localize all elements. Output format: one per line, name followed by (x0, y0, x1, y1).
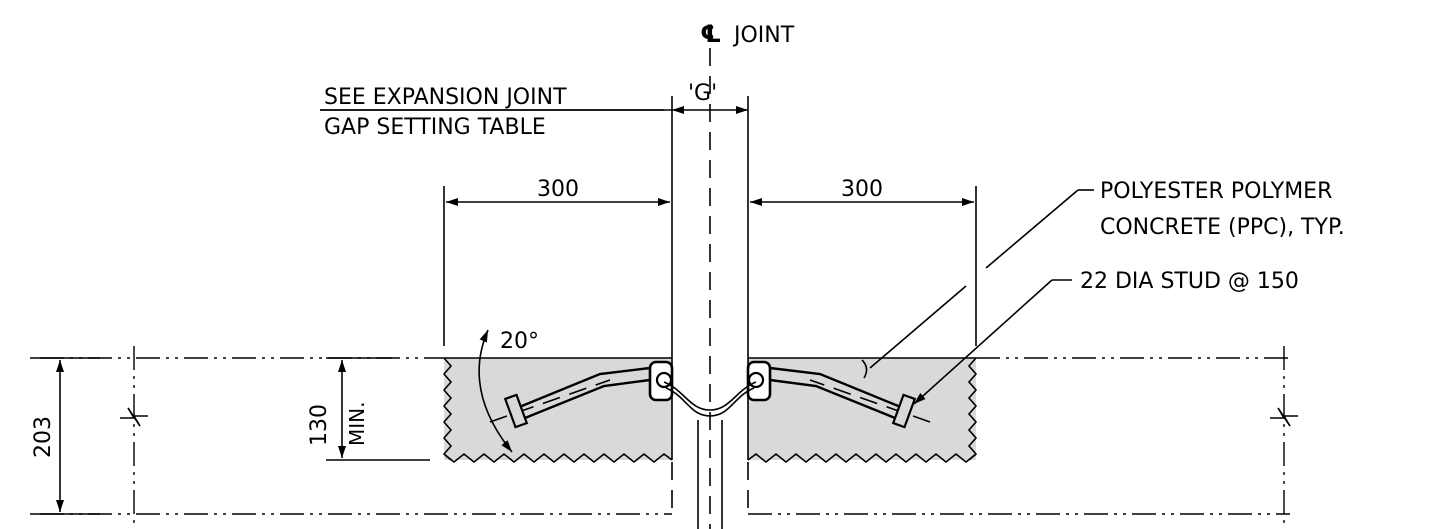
centerline-joint-label: ℄ JOINT (700, 20, 795, 48)
ppc-label-line1: POLYESTER POLYMER (1100, 179, 1332, 204)
centerline-symbol: ℄ (700, 20, 722, 48)
strip-seal (663, 381, 757, 417)
ppc-leader (861, 189, 1094, 379)
joint-label: JOINT (732, 23, 795, 48)
dim-300-right-label: 300 (841, 177, 883, 202)
see-table-line1: SEE EXPANSION JOINT (324, 85, 567, 110)
angle-20-degree (478, 329, 513, 453)
gap-label: 'G' (688, 81, 717, 106)
stud-leader (913, 279, 1072, 405)
dimension-203 (30, 357, 100, 515)
see-table-line2: GAP SETTING TABLE (324, 115, 546, 140)
dim-300-left-label: 300 (537, 177, 579, 202)
joint-gap (671, 48, 749, 529)
angle-label: 20° (500, 329, 539, 354)
dimension-300-left (443, 186, 670, 346)
ppc-blockout-left (442, 357, 673, 464)
depth-min-label: MIN. (345, 402, 369, 446)
anchor-stud-right (769, 366, 931, 429)
ppc-label-line2: CONCRETE (PPC), TYP. (1100, 215, 1345, 240)
ppc-blockout-right (747, 357, 978, 464)
anchor-stud-left (489, 366, 651, 429)
dimension-130-min (326, 357, 430, 461)
depth-value-label: 130 (307, 404, 332, 446)
dimension-300-right (750, 186, 977, 346)
slab-thickness-label: 203 (31, 416, 56, 458)
edge-rail-left (648, 360, 674, 402)
edge-rail-right (746, 360, 772, 402)
stud-label: 22 DIA STUD @ 150 (1080, 269, 1299, 294)
